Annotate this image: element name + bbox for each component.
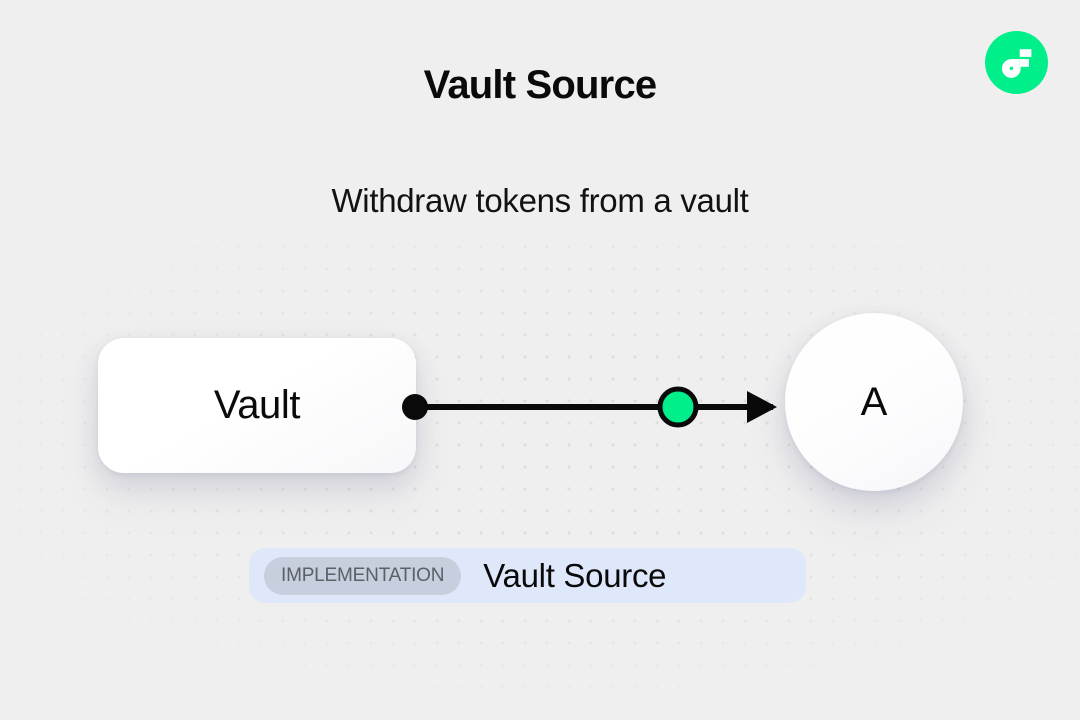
implementation-badge[interactable]: IMPLEMENTATION Vault Source [249, 548, 806, 603]
diagram-edge[interactable] [395, 377, 795, 437]
diagram-node-a-label: A [860, 379, 888, 424]
diagram-node-a[interactable]: A [785, 313, 963, 491]
edge-source-handle-dot[interactable] [402, 394, 428, 420]
implementation-tag-pill: IMPLEMENTATION [264, 556, 462, 595]
implementation-tag-label: IMPLEMENTATION [281, 564, 445, 586]
edge-green-dot-icon[interactable] [657, 386, 699, 428]
edge-arrowhead-icon [747, 391, 777, 423]
implementation-name: Vault Source [483, 556, 667, 594]
page-title: Vault Source [423, 63, 658, 107]
page-subtitle: Withdraw tokens from a vault [331, 182, 749, 219]
flow-logo-icon [985, 31, 1048, 94]
diagram-node-vault-label: Vault [213, 383, 301, 427]
diagram-node-vault[interactable]: Vault [98, 338, 416, 473]
